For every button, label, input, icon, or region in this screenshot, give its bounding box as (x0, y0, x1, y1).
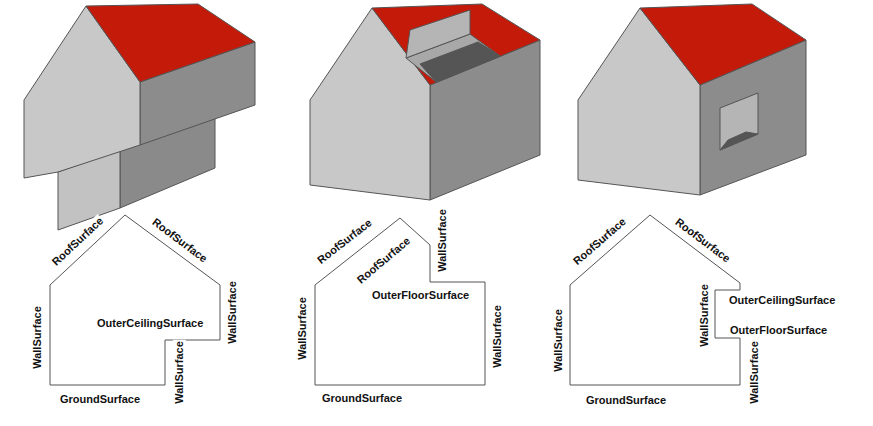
surface-label: WallSurface (226, 280, 239, 345)
surface-label: WallSurface (698, 283, 711, 348)
roof (372, 4, 540, 85)
surface-label: RoofSurface (354, 234, 414, 287)
surface-label: OuterFloorSurface (371, 289, 470, 302)
dormer-floor (420, 42, 500, 82)
surface-label: RoofSurface (570, 214, 629, 268)
surface-label: RoofSurface (314, 216, 375, 268)
surface-label: WallSurface (31, 305, 44, 370)
surface-label: RoofSurface (672, 215, 734, 266)
surface-label: OuterCeilingSurface (96, 317, 204, 330)
surface-label: OuterCeilingSurface (728, 294, 836, 307)
surface-label: WallSurface (173, 340, 186, 405)
roof (86, 4, 255, 82)
surface-label: WallSurface (296, 296, 309, 361)
window-sill (720, 132, 758, 150)
section-outline (570, 215, 740, 385)
surface-label: RoofSurface (149, 215, 211, 266)
surface-label: GroundSurface (585, 394, 667, 407)
surface-label: GroundSurface (59, 393, 141, 406)
roof (640, 4, 806, 85)
surface-label: WallSurface (552, 308, 565, 373)
surface-label: WallSurface (748, 340, 761, 405)
window-recess (720, 93, 758, 150)
surface-label: GroundSurface (321, 392, 403, 405)
surface-label: WallSurface (436, 208, 449, 273)
surface-label: OuterFloorSurface (729, 324, 828, 337)
surface-label: WallSurface (491, 304, 504, 369)
